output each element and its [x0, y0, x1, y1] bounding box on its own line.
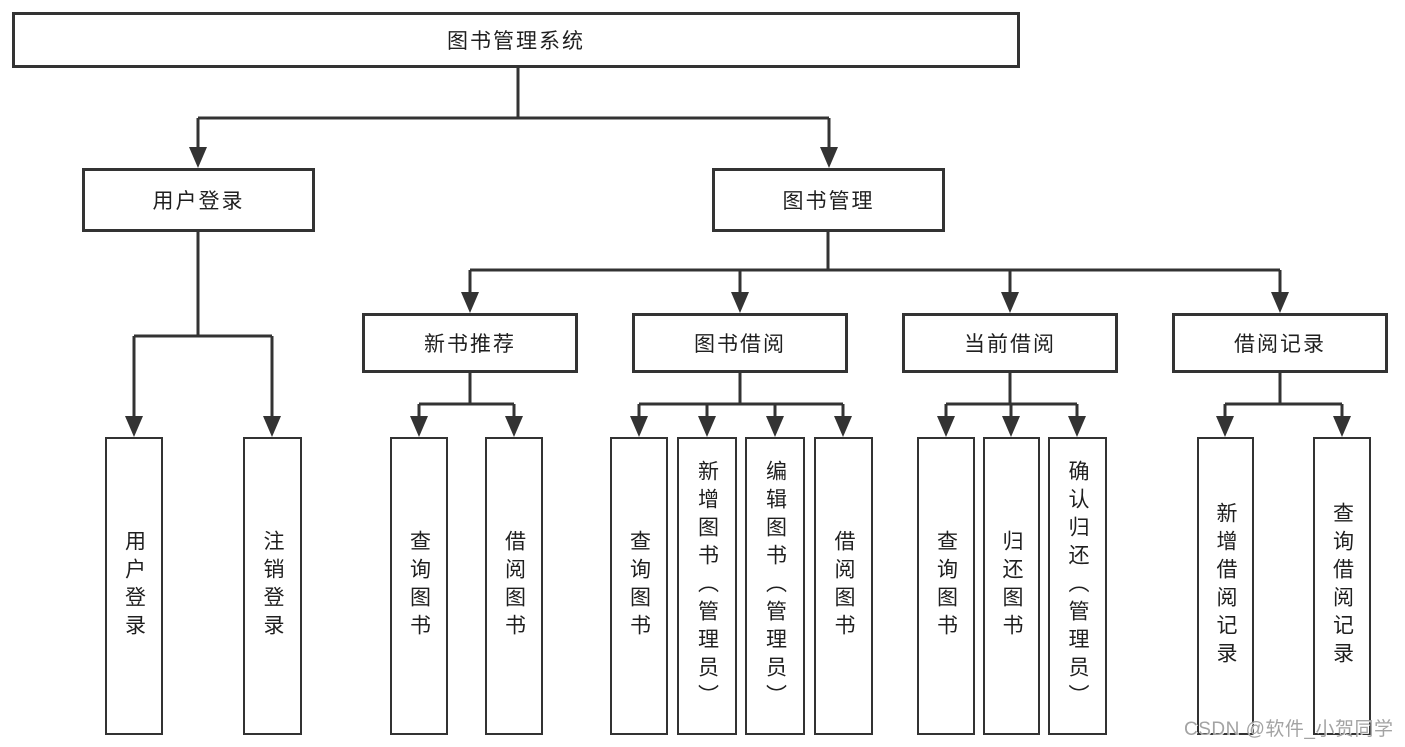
leaf-user-login: 用户登录	[105, 437, 163, 735]
leaf-current-query-books: 查询图书	[917, 437, 975, 735]
arrow-down-icon	[1333, 416, 1351, 437]
arrow-down-icon	[1068, 416, 1086, 437]
leaf-query-borrow-record: 查询借阅记录	[1313, 437, 1371, 735]
node-new-book-recommend: 新书推荐	[362, 313, 578, 373]
arrow-down-icon	[834, 416, 852, 437]
node-label: 确认归还（管理员）	[1066, 460, 1089, 712]
leaf-logout: 注销登录	[243, 437, 302, 735]
connector-new-book-rec	[417, 373, 516, 420]
node-label: 图书借阅	[694, 333, 786, 356]
node-label: 归还图书	[1000, 530, 1023, 642]
node-root-system: 图书管理系统	[12, 12, 1020, 68]
node-label: 用户登录	[152, 190, 245, 213]
node-label: 查询图书	[934, 530, 958, 642]
node-label: 查询图书	[407, 530, 431, 642]
arrow-down-icon	[1271, 292, 1289, 313]
node-label: 图书管理	[782, 190, 875, 213]
connector-root	[196, 68, 831, 150]
node-label: 图书管理系统	[447, 30, 585, 53]
arrow-down-icon	[766, 416, 784, 437]
arrow-down-icon	[820, 147, 838, 168]
node-label: 编辑图书（管理员）	[763, 460, 787, 712]
arrow-down-icon	[731, 292, 749, 313]
arrow-down-icon	[698, 416, 716, 437]
arrow-down-icon	[1216, 416, 1234, 437]
node-label: 借阅记录	[1234, 333, 1326, 356]
leaf-confirm-return-admin: 确认归还（管理员）	[1048, 437, 1107, 735]
node-label: 新增借阅记录	[1214, 502, 1237, 670]
connector-book-borrow	[637, 373, 845, 420]
node-label: 注销登录	[261, 530, 284, 642]
arrow-down-icon	[125, 416, 143, 437]
node-label: 借阅图书	[502, 530, 526, 642]
connector-book-mgmt	[468, 232, 1282, 296]
node-book-borrow: 图书借阅	[632, 313, 848, 373]
arrow-down-icon	[630, 416, 648, 437]
connector-borrow-records	[1223, 373, 1344, 420]
arrow-down-icon	[189, 147, 207, 168]
arrowheads	[125, 147, 1351, 437]
csdn-watermark: CSDN @软件_小贺同学	[1184, 719, 1394, 740]
leaf-return-book: 归还图书	[983, 437, 1040, 735]
node-user-login: 用户登录	[82, 168, 315, 232]
leaf-rec-borrow-books: 借阅图书	[485, 437, 543, 735]
node-current-borrow: 当前借阅	[902, 313, 1118, 373]
connector-user-login	[132, 232, 274, 419]
connector-current-borrow	[944, 373, 1079, 420]
arrow-down-icon	[410, 416, 428, 437]
arrow-down-icon	[937, 416, 955, 437]
arrow-down-icon	[1002, 416, 1020, 437]
node-borrow-records: 借阅记录	[1172, 313, 1388, 373]
node-book-management: 图书管理	[712, 168, 945, 232]
node-label: 用户登录	[122, 530, 146, 642]
node-label: 新书推荐	[424, 333, 516, 356]
leaf-add-borrow-record: 新增借阅记录	[1197, 437, 1254, 735]
arrow-down-icon	[1001, 292, 1019, 313]
arrow-down-icon	[505, 416, 523, 437]
arrow-down-icon	[263, 416, 281, 437]
arrow-down-icon	[461, 292, 479, 313]
node-label: 新增图书（管理员）	[695, 460, 719, 712]
leaf-add-book-admin: 新增图书（管理员）	[677, 437, 737, 735]
leaf-borrow-books: 借阅图书	[814, 437, 873, 735]
node-label: 查询图书	[627, 530, 651, 642]
node-label: 当前借阅	[964, 333, 1056, 356]
node-label: 借阅图书	[832, 530, 855, 642]
leaf-edit-book-admin: 编辑图书（管理员）	[745, 437, 805, 735]
leaf-borrow-query-books: 查询图书	[610, 437, 668, 735]
leaf-rec-query-books: 查询图书	[390, 437, 448, 735]
node-label: 查询借阅记录	[1330, 502, 1354, 670]
